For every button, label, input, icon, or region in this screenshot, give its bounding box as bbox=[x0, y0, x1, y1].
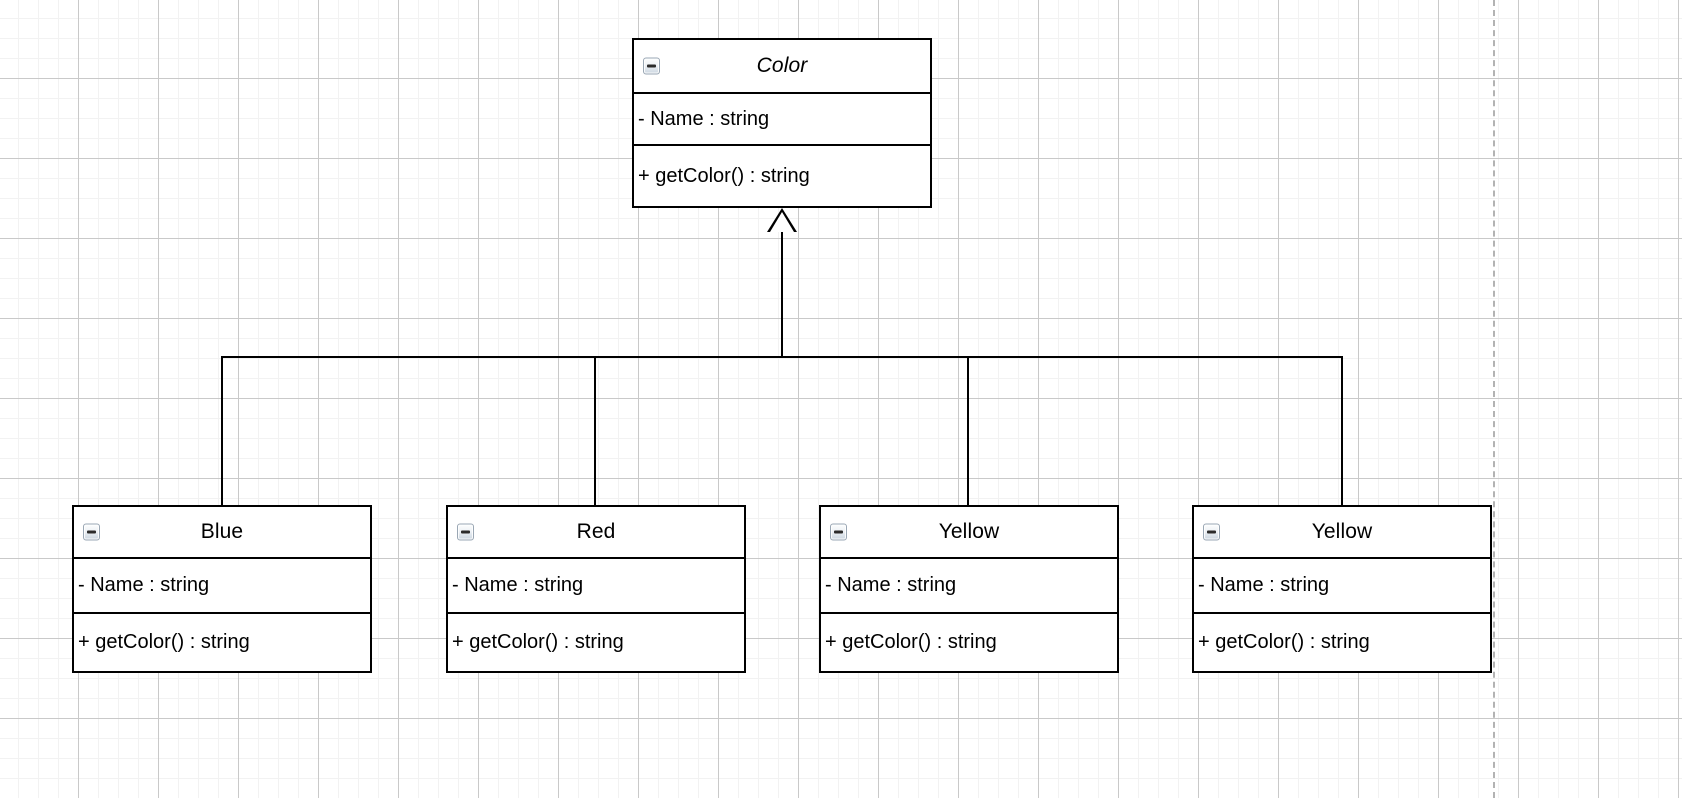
class-name-color: Color bbox=[756, 54, 808, 77]
class-box-yellow-1[interactable]: Yellow - Name : string + getColor() : st… bbox=[819, 505, 1119, 673]
generalization-drop-line-red bbox=[594, 356, 596, 506]
collapse-minus-icon[interactable] bbox=[83, 523, 100, 541]
collapse-minus-icon[interactable] bbox=[1203, 523, 1220, 541]
method-row: + getColor() : string bbox=[825, 631, 997, 653]
class-attributes-color: - Name : string bbox=[634, 92, 930, 144]
generalization-drop-line-blue bbox=[221, 356, 223, 506]
class-header-yellow-1: Yellow bbox=[821, 507, 1117, 557]
class-methods-blue: + getColor() : string bbox=[74, 612, 370, 671]
method-row: + getColor() : string bbox=[1198, 631, 1370, 653]
class-attributes-yellow-2: - Name : string bbox=[1194, 557, 1490, 612]
method-row: + getColor() : string bbox=[638, 164, 810, 187]
attribute-row: - Name : string bbox=[452, 574, 584, 596]
class-box-blue[interactable]: Blue - Name : string + getColor() : stri… bbox=[72, 505, 372, 673]
class-box-red[interactable]: Red - Name : string + getColor() : strin… bbox=[446, 505, 746, 673]
generalization-drop-line-yellow-1 bbox=[967, 356, 969, 506]
class-attributes-blue: - Name : string bbox=[74, 557, 370, 612]
class-name-red: Red bbox=[576, 520, 616, 543]
class-header-yellow-2: Yellow bbox=[1194, 507, 1490, 557]
method-row: + getColor() : string bbox=[452, 631, 624, 653]
class-box-yellow-2[interactable]: Yellow - Name : string + getColor() : st… bbox=[1192, 505, 1492, 673]
class-methods-color: + getColor() : string bbox=[634, 144, 930, 206]
class-box-color[interactable]: Color - Name : string + getColor() : str… bbox=[632, 38, 932, 208]
collapse-minus-icon[interactable] bbox=[830, 523, 847, 541]
class-name-yellow-1: Yellow bbox=[938, 520, 1000, 543]
class-attributes-red: - Name : string bbox=[448, 557, 744, 612]
page-break-guide-vertical bbox=[1493, 0, 1495, 798]
class-methods-yellow-2: + getColor() : string bbox=[1194, 612, 1490, 671]
generalization-drop-line-yellow-2 bbox=[1341, 356, 1343, 506]
class-name-yellow-2: Yellow bbox=[1311, 520, 1373, 543]
class-attributes-yellow-1: - Name : string bbox=[821, 557, 1117, 612]
class-header-color: Color bbox=[634, 40, 930, 92]
generalization-stem-line bbox=[781, 232, 783, 358]
class-header-red: Red bbox=[448, 507, 744, 557]
generalization-bus-line bbox=[221, 356, 1343, 358]
attribute-row: - Name : string bbox=[78, 574, 210, 596]
collapse-minus-icon[interactable] bbox=[457, 523, 474, 541]
attribute-row: - Name : string bbox=[638, 107, 770, 130]
attribute-row: - Name : string bbox=[825, 574, 957, 596]
collapse-minus-icon[interactable] bbox=[643, 57, 660, 75]
class-methods-red: + getColor() : string bbox=[448, 612, 744, 671]
class-methods-yellow-1: + getColor() : string bbox=[821, 612, 1117, 671]
class-header-blue: Blue bbox=[74, 507, 370, 557]
method-row: + getColor() : string bbox=[78, 631, 250, 653]
class-name-blue: Blue bbox=[200, 520, 244, 543]
attribute-row: - Name : string bbox=[1198, 574, 1330, 596]
